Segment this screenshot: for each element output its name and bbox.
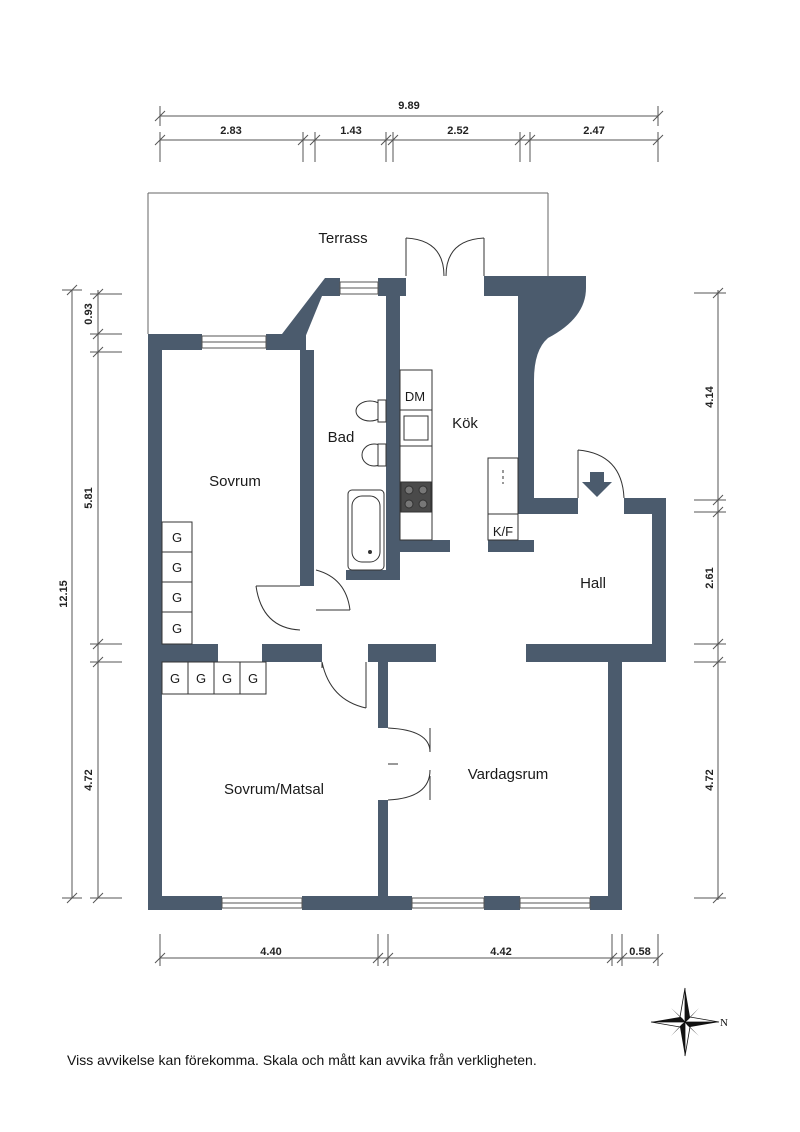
label-fridge: K/F (493, 524, 513, 539)
wardrobe-label: G (172, 560, 182, 575)
dim-left-total: 12.15 (58, 580, 70, 608)
entrance-arrow-icon (582, 472, 612, 497)
walls (148, 276, 666, 910)
dim-top-2: 1.43 (340, 125, 361, 137)
room-label-bedroom: Sovrum (209, 473, 261, 490)
disclaimer: Viss avvikelse kan förekomma. Skala och … (67, 1052, 537, 1068)
wardrobe-label: G (170, 671, 180, 686)
wardrobe-label: G (248, 671, 258, 686)
kitchen-fixtures (399, 369, 519, 541)
doors (255, 237, 625, 801)
dim-top-3: 2.52 (447, 125, 468, 137)
dim-top-1: 2.83 (220, 125, 241, 137)
dim-right-1: 4.14 (704, 385, 716, 407)
dim-left-2: 5.81 (83, 487, 95, 508)
wardrobe-label: G (172, 590, 182, 605)
wardrobe-label: G (196, 671, 206, 686)
compass-north-label: N (720, 1017, 728, 1029)
wardrobe-label: G (172, 621, 182, 636)
dimension-lines (62, 106, 726, 966)
dim-bottom-3: 0.58 (629, 946, 650, 958)
room-label-bath: Bad (328, 429, 355, 446)
dim-top-total: 9.89 (398, 100, 419, 112)
wardrobe-label: G (172, 530, 182, 545)
room-label-hall: Hall (580, 575, 606, 592)
dim-right-2: 2.61 (704, 567, 716, 588)
dim-left-3: 4.72 (83, 769, 95, 790)
dim-top-4: 2.47 (583, 125, 604, 137)
wardrobe-labels: G G G G G G G G (170, 530, 258, 686)
wardrobe-label: G (222, 671, 232, 686)
windows (201, 281, 591, 909)
label-dishwasher: DM (405, 389, 425, 404)
bath-fixtures (347, 399, 387, 571)
room-label-kitchen: Kök (452, 415, 478, 432)
dim-bottom-2: 4.42 (490, 946, 511, 958)
dim-right-3: 4.72 (704, 769, 716, 790)
dim-bottom-1: 4.40 (260, 946, 281, 958)
compass-rose-icon (650, 987, 720, 1057)
terrace-outline (147, 192, 549, 334)
room-label-living: Vardagsrum (468, 766, 549, 783)
dim-left-1: 0.93 (83, 303, 95, 324)
room-label-bedroom-dining: Sovrum/Matsal (224, 781, 324, 798)
room-label-terrace: Terrass (318, 230, 367, 247)
wardrobes (161, 521, 267, 695)
